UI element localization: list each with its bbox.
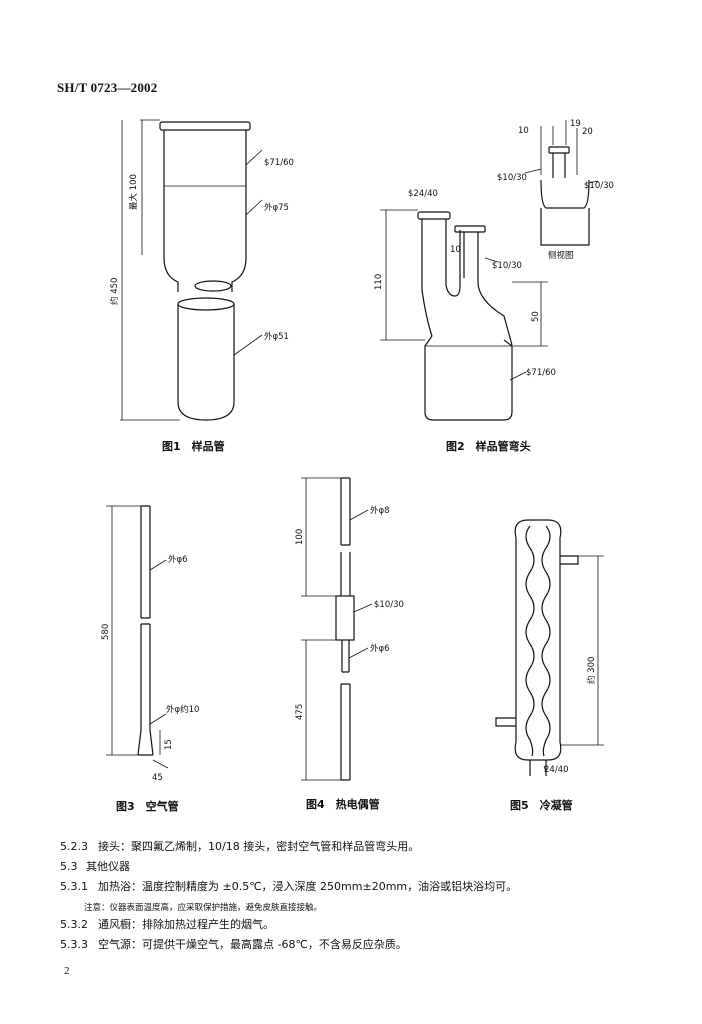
figure-3-air-tube [106, 505, 169, 769]
fig4-label-joint-10-30: $10/30 [374, 600, 404, 610]
fig2-label-joint-24-40: $24/40 [408, 189, 438, 199]
fig1-label-od-51: 外φ51 [264, 331, 289, 342]
fig1-label-joint-71-60: $71/60 [264, 158, 294, 168]
fig3-label-od-6: 外φ6 [168, 554, 188, 565]
figure-2-sample-tube-bend [380, 120, 599, 421]
figure-1-caption: 图1 样品管 [162, 439, 225, 453]
fig3-label-580: 580 [101, 624, 111, 640]
clause-heading: 其他仪器 [86, 860, 130, 873]
clause-5-3: 5.3 其他仪器 [60, 860, 130, 874]
clause-number: 5.3 [60, 860, 78, 873]
page-number: 2 [64, 965, 70, 977]
figure-4-caption: 图4 热电偶管 [306, 797, 380, 811]
figure-3-caption: 图3 空气管 [116, 799, 179, 813]
figure-5-condenser [495, 519, 604, 776]
fig2-label-50: 50 [531, 311, 541, 322]
clause-5-3-1: 5.3.1 加热浴：温度控制精度为 ±0.5℃，浸入深度 250mm±20mm，油… [60, 880, 517, 894]
clause-number: 5.3.1 [60, 880, 88, 893]
clause-body: 加热浴：温度控制精度为 ±0.5℃，浸入深度 250mm±20mm，油浴或铝块浴… [98, 880, 518, 893]
fig2-label-110: 110 [374, 274, 384, 290]
fig1-label-approx-450: 约 450 [109, 278, 120, 305]
figures-drawing: $71/60 外φ75 最大 100 约 450 外φ51 $24/40 10 … [101, 119, 614, 813]
figure-5-caption: 图5 冷凝管 [510, 798, 573, 812]
fig4-label-od-8: 外φ8 [370, 505, 390, 516]
fig2-side-label-joint-right: $10/30 [584, 181, 614, 191]
clause-number: 5.3.2 [60, 918, 88, 931]
fig2-label-joint-10-30: $10/30 [492, 261, 522, 271]
fig2-side-label-20: 20 [582, 127, 593, 137]
clause-body: 空气源：可提供干燥空气，最高露点 -68℃，不含易反应杂质。 [98, 938, 407, 951]
fig2-side-label-19: 19 [570, 119, 581, 129]
fig4-label-od-6: 外φ6 [370, 643, 390, 654]
clause-number: 5.3.3 [60, 938, 88, 951]
fig3-label-45: 45 [152, 773, 163, 783]
clause-number: 5.2.3 [60, 840, 88, 853]
fig4-label-475: 475 [295, 704, 305, 720]
figure-4-thermocouple-tube [301, 477, 373, 781]
figure-1-sample-tube [120, 119, 263, 421]
fig1-label-max-100: 最大 100 [128, 174, 139, 210]
clause-5-2-3: 5.2.3 接头：聚四氟乙烯制，10/18 接头，密封空气管和样品管弯头用。 [60, 840, 419, 854]
fig1-label-od-75: 外φ75 [264, 202, 289, 213]
fig2-side-label-10: 10 [518, 126, 529, 136]
clause-body: 接头：聚四氟乙烯制，10/18 接头，密封空气管和样品管弯头用。 [98, 840, 420, 853]
clause-5-3-2: 5.3.2 通风橱：排除加热过程产生的烟气。 [60, 918, 274, 932]
fig3-label-15: 15 [164, 739, 174, 750]
standard-code-header: SH/T 0723—2002 [57, 80, 158, 95]
fig4-label-100: 100 [295, 529, 305, 545]
fig3-label-od-approx-10: 外φ约10 [166, 704, 199, 715]
fig5-label-approx-300: 约 300 [586, 657, 597, 684]
fig2-label-10: 10 [450, 245, 461, 255]
fig2-label-joint-71-60: $71/60 [526, 368, 556, 378]
fig2-side-label-joint-left: $10/30 [497, 173, 527, 183]
fig2-side-view-label: 侧视图 [548, 250, 574, 261]
figure-2-caption: 图2 样品管弯头 [446, 439, 531, 453]
clause-5-3-1-note: 注意：仪器表面温度高，应采取保护措施，避免皮肤直接接触。 [84, 903, 323, 913]
fig5-label-24-40: 24/40 [544, 765, 569, 775]
clause-5-3-3: 5.3.3 空气源：可提供干燥空气，最高露点 -68℃，不含易反应杂质。 [60, 938, 407, 952]
clause-body: 通风橱：排除加热过程产生的烟气。 [98, 918, 274, 931]
